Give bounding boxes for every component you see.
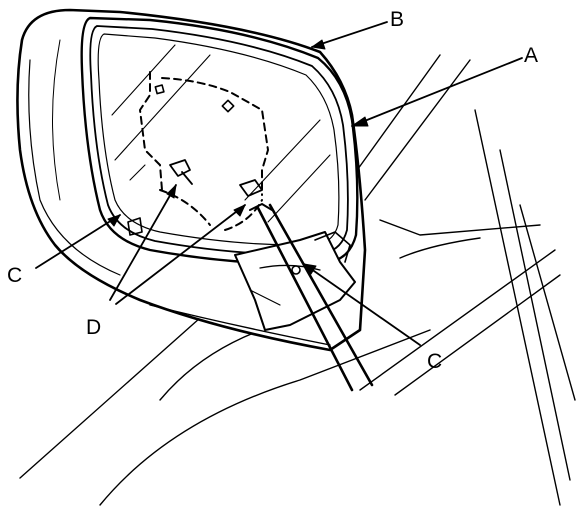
label-b: B bbox=[390, 8, 404, 31]
retaining-tab bbox=[169, 159, 193, 185]
flat-screwdriver bbox=[249, 203, 374, 392]
label-c-left: C bbox=[7, 264, 22, 287]
mounting-holes bbox=[154, 84, 235, 113]
hidden-mounting-plate bbox=[139, 71, 269, 231]
leader-b bbox=[311, 21, 388, 48]
leader-c-right bbox=[303, 263, 421, 346]
leader-d-2 bbox=[115, 204, 246, 305]
leader-d-1 bbox=[109, 184, 177, 301]
label-a: A bbox=[524, 44, 538, 67]
glass-reflection-lines bbox=[111, 44, 331, 223]
label-c-right: C bbox=[427, 350, 442, 373]
leader-arrowheads bbox=[107, 39, 369, 275]
label-d: D bbox=[86, 316, 101, 339]
retaining-tab bbox=[239, 179, 263, 197]
bottom-clip bbox=[127, 217, 143, 236]
leader-lines bbox=[35, 21, 523, 346]
leader-c-left bbox=[35, 214, 121, 269]
leader-a bbox=[351, 57, 523, 127]
vehicle-body-lines bbox=[19, 54, 576, 506]
